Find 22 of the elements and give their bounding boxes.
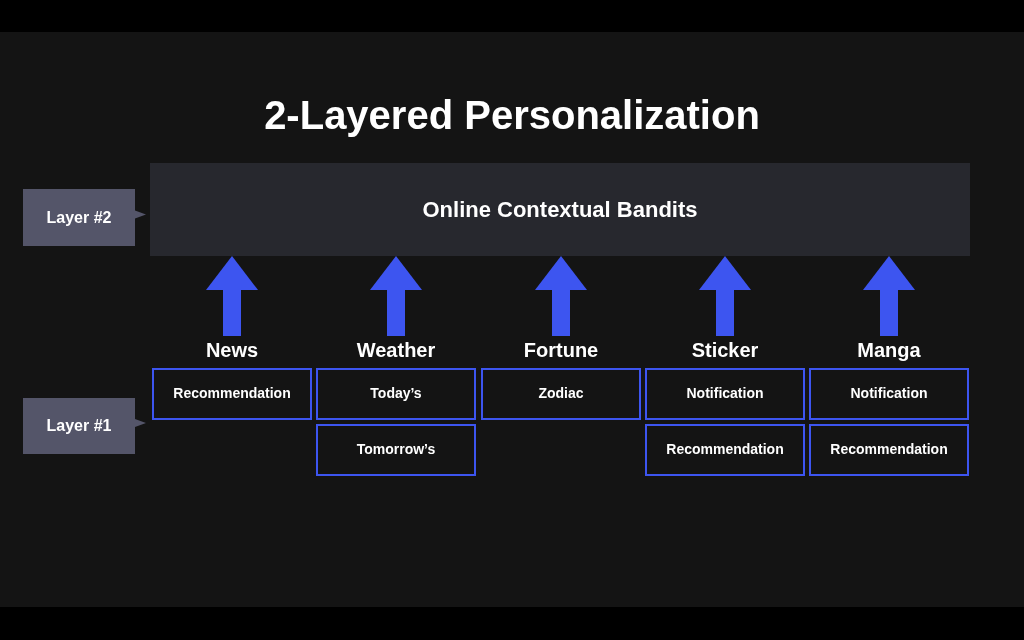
model-band: Online Contextual Bandits	[150, 163, 970, 256]
block-arrow	[699, 256, 751, 336]
feature-box: Today’s	[316, 368, 476, 420]
service-heading: Manga	[809, 336, 969, 364]
title: 2-Layered Personalization	[263, 92, 761, 139]
service-heading: News	[152, 336, 312, 364]
feature-box: Notification	[809, 368, 969, 420]
feature-box: Recommendation	[645, 424, 805, 476]
layer-tag: Layer #2	[23, 189, 146, 246]
block-arrow	[535, 256, 587, 336]
feature-box: Zodiac	[481, 368, 641, 420]
service-heading: Weather	[316, 336, 476, 364]
service-heading: Sticker	[645, 336, 805, 364]
service-heading: Fortune	[481, 336, 641, 364]
feature-box: Tomorrow’s	[316, 424, 476, 476]
feature-box: Notification	[645, 368, 805, 420]
feature-box: Recommendation	[152, 368, 312, 420]
block-arrow	[863, 256, 915, 336]
block-arrow	[370, 256, 422, 336]
block-arrow	[206, 256, 258, 336]
feature-box: Recommendation	[809, 424, 969, 476]
layer-tag: Layer #1	[23, 398, 146, 454]
